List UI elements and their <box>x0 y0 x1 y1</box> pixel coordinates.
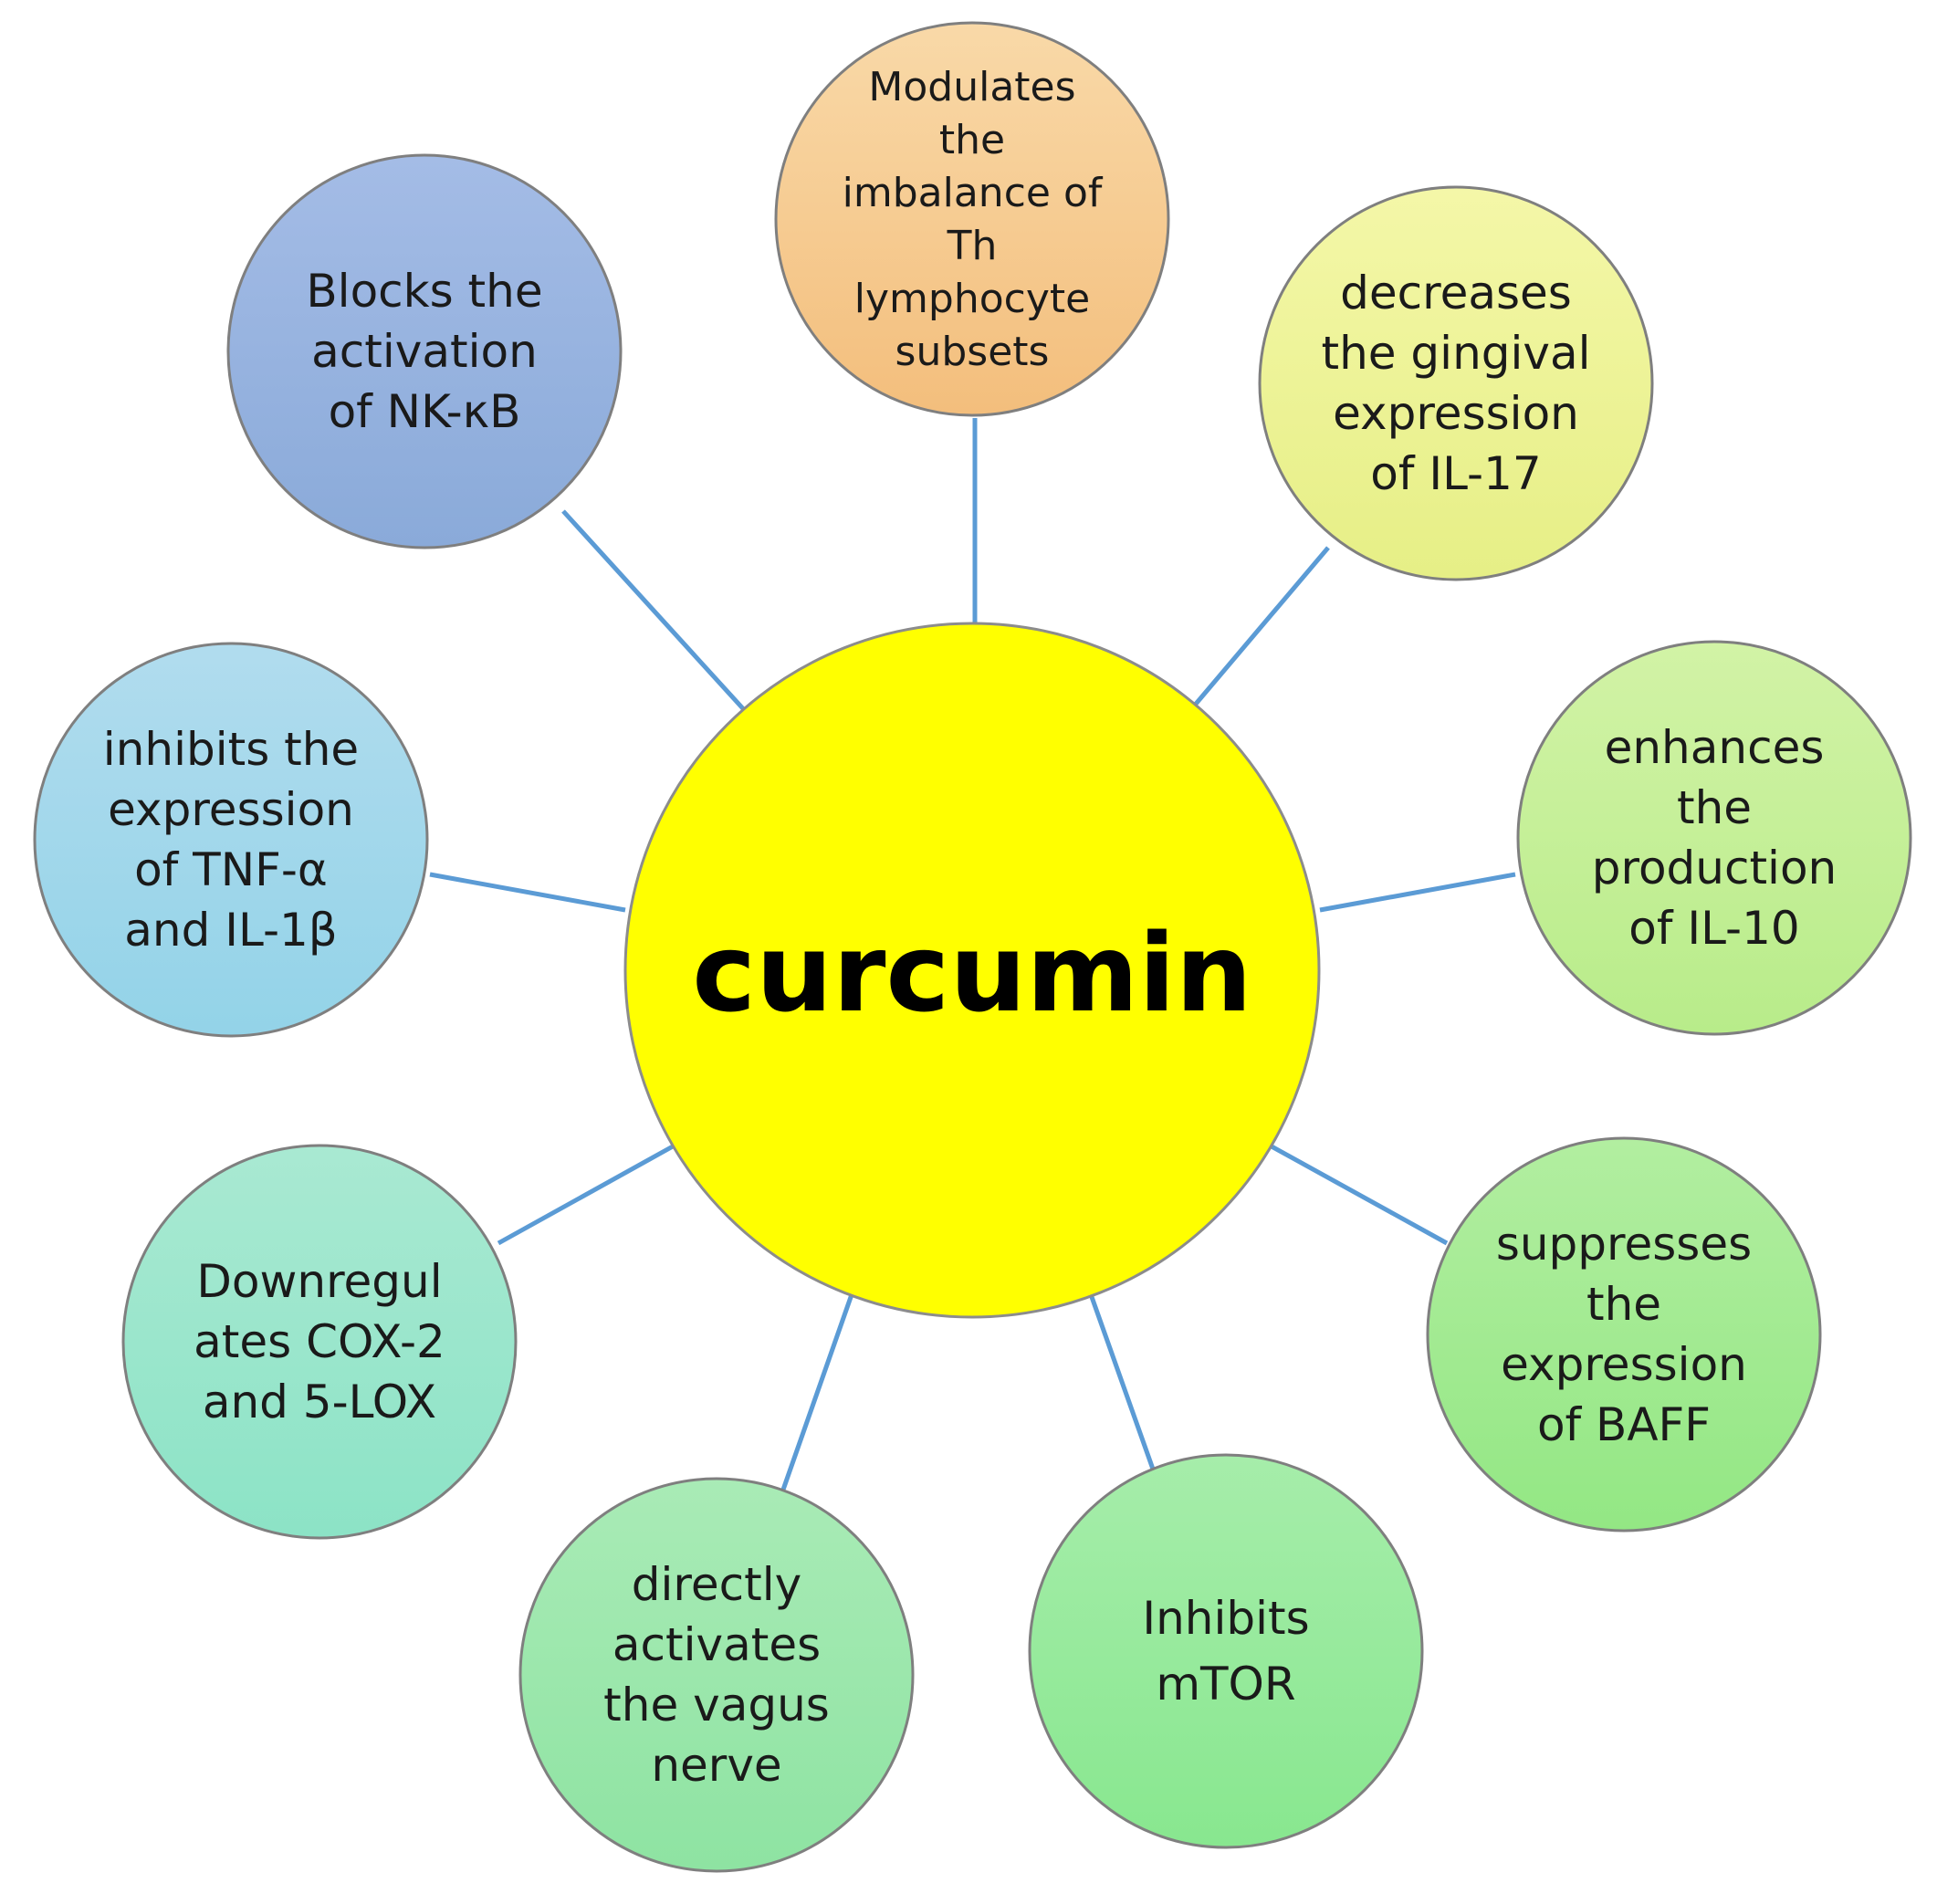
node-circle-vagus <box>518 1477 915 1873</box>
center-node: curcumin <box>623 622 1321 1319</box>
node-label-baff: suppresses the expression of BAFF <box>1496 1218 1752 1451</box>
node-line: Th <box>947 223 998 269</box>
node-line: ates COX-2 <box>194 1315 445 1368</box>
node-tnf: inhibits the expression of TNF-α and IL-1β <box>33 642 429 1038</box>
node-label-th-imbalance: Modulates the imbalance of Th lymphocyte subs… <box>843 64 1104 375</box>
node-circle-il17 <box>1258 185 1654 581</box>
effect-nodes: Modulates the imbalance of Th lymphocyte subs… <box>33 21 1912 1873</box>
node-label-nfkb: Blocks the activation of NK-κB <box>306 265 542 438</box>
node-line: of IL-17 <box>1370 447 1541 500</box>
connector-tnf <box>429 872 626 913</box>
node-line: suppresses <box>1496 1218 1752 1271</box>
node-circle-cox2 <box>121 1144 518 1540</box>
node-line: enhances <box>1605 721 1825 774</box>
node-line: inhibits the <box>103 723 359 776</box>
node-baff: suppresses the expression of BAFF <box>1426 1136 1822 1533</box>
node-line: Downregul <box>196 1255 442 1308</box>
node-line: the <box>939 117 1005 163</box>
node-circle-mtor <box>1028 1453 1424 1849</box>
node-line: activates <box>613 1618 821 1671</box>
node-line: the vagus <box>603 1679 830 1731</box>
center-circle <box>623 622 1321 1319</box>
node-line: decreases <box>1340 267 1572 319</box>
connector-nfkb <box>561 509 750 717</box>
node-line: the <box>1586 1278 1661 1331</box>
node-line: Blocks the <box>306 265 542 318</box>
node-line: expression <box>1333 387 1579 440</box>
node-th-imbalance: Modulates the imbalance of Th lymphocyte subs… <box>774 21 1170 417</box>
node-label-mtor: Inhibits mTOR <box>1142 1592 1309 1710</box>
node-circle-nfkb <box>226 153 623 549</box>
connector-il17 <box>1185 546 1330 717</box>
node-mtor: Inhibits mTOR <box>1028 1453 1424 1849</box>
node-label-vagus: directly activates the vagus nerve <box>603 1558 830 1792</box>
node-circle-baff <box>1426 1136 1822 1533</box>
node-nfkb: Blocks the activation of NK-κB <box>226 153 623 549</box>
node-label-cox2: Downregul ates COX-2 and 5-LOX <box>194 1255 445 1428</box>
node-line: subsets <box>895 329 1050 375</box>
node-line: production <box>1592 842 1837 894</box>
node-line: of TNF-α <box>134 843 328 896</box>
node-cox2: Downregul ates COX-2 and 5-LOX <box>121 1144 518 1540</box>
node-line: of IL-10 <box>1628 902 1799 955</box>
node-line: and IL-1β <box>124 904 337 957</box>
node-line: of NK-κB <box>329 385 521 438</box>
node-line: expression <box>1501 1338 1747 1391</box>
connector-mtor <box>1084 1281 1163 1491</box>
node-line: imbalance of <box>843 170 1104 216</box>
node-vagus: directly activates the vagus nerve <box>518 1477 915 1873</box>
node-circle-th-imbalance <box>774 21 1170 417</box>
node-il17: decreases the gingival expression of IL-17 <box>1258 185 1654 581</box>
node-circle-tnf <box>33 642 429 1038</box>
connector-il10 <box>1319 872 1516 913</box>
node-line: the gingival <box>1321 327 1590 380</box>
connector-baff <box>1270 1144 1449 1246</box>
node-circle-il10 <box>1516 640 1912 1036</box>
node-il10: enhances the production of IL-10 <box>1516 640 1912 1036</box>
node-line: mTOR <box>1156 1658 1295 1710</box>
node-line: lymphocyte <box>854 276 1090 322</box>
node-line: Inhibits <box>1142 1592 1309 1645</box>
node-label-il10: enhances the production of IL-10 <box>1592 721 1837 955</box>
node-line: directly <box>632 1558 801 1611</box>
node-label-il17: decreases the gingival expression of IL-17 <box>1321 267 1590 500</box>
node-line: Modulates <box>868 64 1075 110</box>
connectors <box>429 418 1516 1491</box>
node-line: nerve <box>651 1739 781 1792</box>
node-line: of BAFF <box>1537 1398 1711 1451</box>
node-line: activation <box>311 325 538 378</box>
node-line: the <box>1677 781 1752 834</box>
node-line: and 5-LOX <box>203 1376 436 1428</box>
connector-cox2 <box>497 1144 675 1246</box>
center-label: curcumin <box>692 910 1252 1036</box>
node-label-tnf: inhibits the expression of TNF-α and IL-1β <box>103 723 359 957</box>
node-line: expression <box>108 783 354 836</box>
connector-vagus <box>780 1281 859 1491</box>
